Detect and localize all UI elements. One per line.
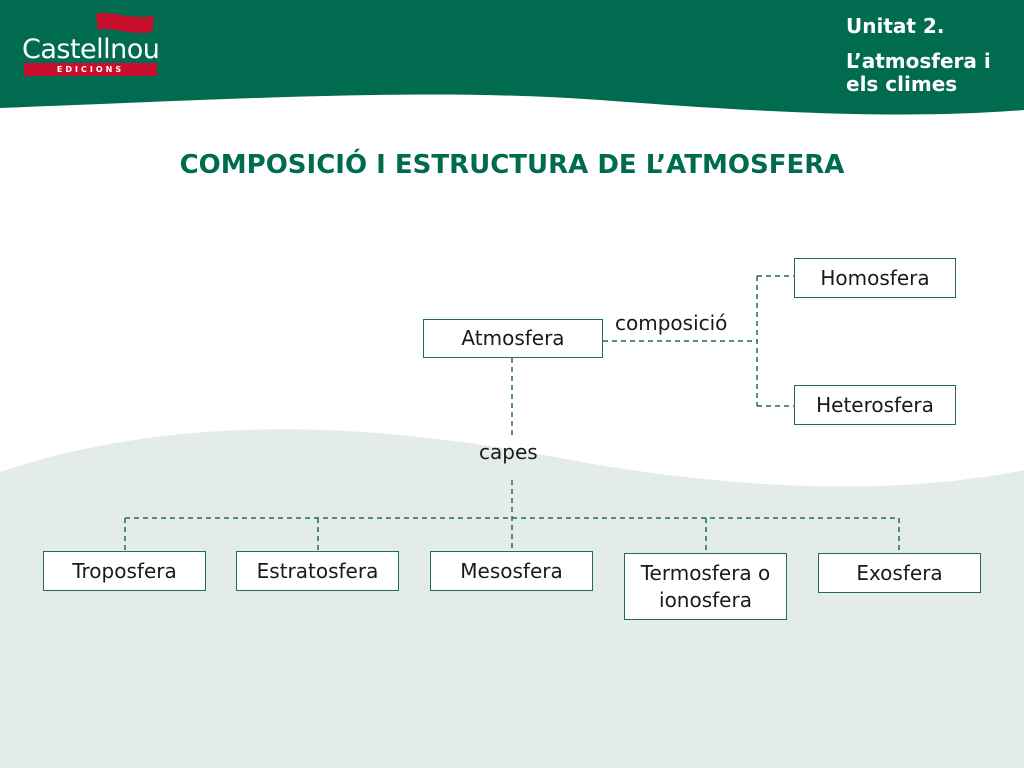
publisher-name: Castellnou bbox=[22, 34, 160, 65]
node-atmosfera: Atmosfera bbox=[423, 319, 603, 358]
publisher-tag: EDICIONS bbox=[24, 63, 157, 76]
node-exosfera: Exosfera bbox=[818, 553, 981, 593]
flag-icon bbox=[96, 13, 154, 33]
node-heterosfera: Heterosfera bbox=[794, 385, 956, 425]
node-termosfera: Termosfera o ionosfera bbox=[624, 553, 787, 620]
label-capes: capes bbox=[479, 440, 538, 464]
node-homosfera: Homosfera bbox=[794, 258, 956, 298]
page-title: COMPOSICIÓ I ESTRUCTURA DE L’ATMOSFERA bbox=[179, 150, 845, 180]
node-estratosfera: Estratosfera bbox=[236, 551, 399, 591]
header-band bbox=[0, 0, 1024, 115]
unit-title: Unitat 2. bbox=[846, 14, 945, 38]
publisher-logo: Castellnou EDICIONS bbox=[22, 12, 162, 78]
bottom-wave bbox=[0, 429, 1024, 768]
unit-subtitle: L’atmosfera i els climes bbox=[846, 49, 991, 96]
label-composicio: composició bbox=[615, 311, 728, 335]
node-troposfera: Troposfera bbox=[43, 551, 206, 591]
node-mesosfera: Mesosfera bbox=[430, 551, 593, 591]
